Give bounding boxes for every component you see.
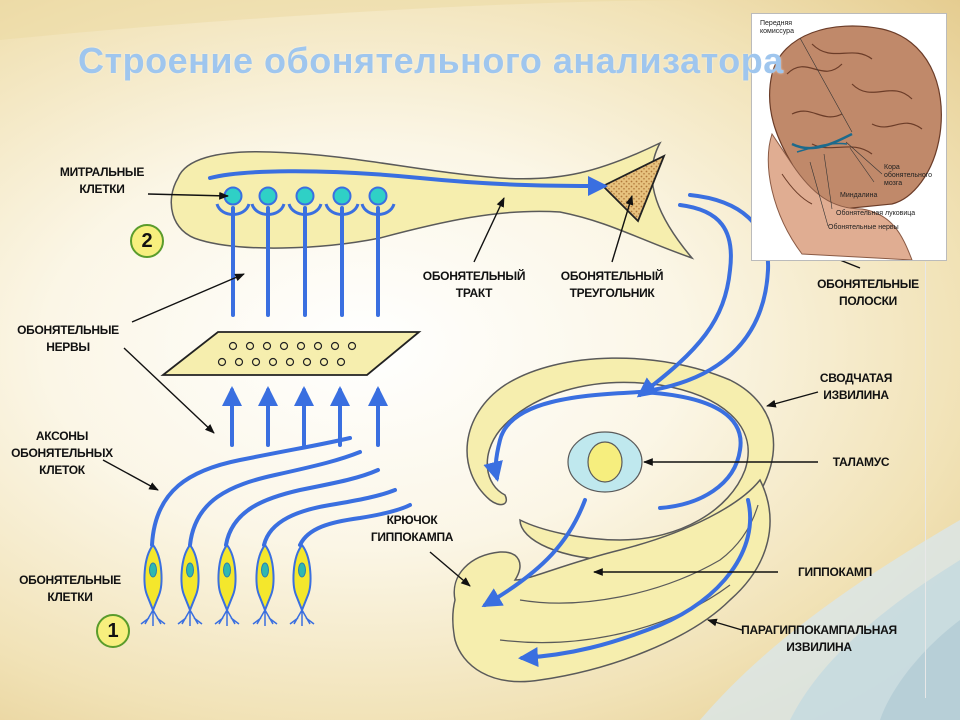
label-olfactory-stripes: ОБОНЯТЕЛЬНЫЕ ПОЛОСКИ xyxy=(817,277,919,308)
cribriform-plate xyxy=(160,331,422,376)
inset-label-olfactory-nerves: Обонятельные нервы xyxy=(828,224,899,231)
mitral-cells xyxy=(215,186,396,216)
fornicate-gyrus xyxy=(466,357,775,561)
label-olfactory-tract: ОБОНЯТЕЛЬНЫЙ ТРАКТ xyxy=(422,269,526,300)
mitral-cell xyxy=(324,186,360,216)
brain-illustration xyxy=(767,25,942,261)
label-olfactory-nerves: ОБОНЯТЕЛЬНЫЕ НЕРВЫ xyxy=(17,323,119,354)
olfactory-cell xyxy=(177,543,203,626)
brain-inset: Передняя комиссура Кора обонятельного мо… xyxy=(751,13,947,261)
olfactory-cell xyxy=(214,543,240,626)
inset-label-brain-cortex: Кора обонятельного мозга xyxy=(884,164,933,187)
hippocampus-inner-line-2 xyxy=(499,584,731,644)
olfactory-cells xyxy=(140,543,315,626)
neural-pathways xyxy=(150,169,771,667)
mitral-cell xyxy=(360,186,396,216)
olfactory-cell xyxy=(252,543,278,626)
label-axons: АКСОНЫ ОБОНЯТЕЛЬНЫХ КЛЕТОК xyxy=(11,429,113,477)
label-fornicate-gyrus: СВОДЧАТАЯ ИЗВИЛИНА xyxy=(819,371,893,402)
badge-one: 1 xyxy=(96,614,130,648)
label-thalamus: ТАЛАМУС xyxy=(832,455,890,469)
mitral-cell xyxy=(250,186,286,216)
badge-two: 2 xyxy=(130,224,164,258)
inset-label-anterior-commissure: Передняя комиссура xyxy=(760,20,794,35)
divider xyxy=(925,262,926,698)
label-parahippocampal-gyrus: ПАРАГИППОКАМПАЛЬНАЯ ИЗВИЛИНА xyxy=(741,623,897,654)
label-hippocampus-hook: КРЮЧОК ГИППОКАМПА xyxy=(370,513,454,544)
plate-holes xyxy=(217,341,357,367)
olfactory-cell xyxy=(140,543,166,626)
page-title: Строение обонятельного анализатора xyxy=(78,40,784,81)
parahippocampal-gyrus xyxy=(452,478,771,683)
thalamus-inner xyxy=(587,441,623,483)
label-olfactory-cells: ОБОНЯТЕЛЬНЫЕ КЛЕТКИ xyxy=(19,573,121,604)
mitral-cell xyxy=(287,186,323,216)
olfactory-bulb-and-tract xyxy=(170,141,695,260)
inset-label-olfactory-bulb: Обонятельная луковица xyxy=(836,210,916,217)
inset-label-amygdala: Миндалина xyxy=(840,192,878,199)
label-hippocampus: ГИППОКАМП xyxy=(798,565,872,579)
label-mitral-cells: МИТРАЛЬНЫЕ КЛЕТКИ xyxy=(59,165,145,196)
olfactory-cell xyxy=(289,543,315,626)
olfactory-triangle xyxy=(601,154,666,223)
label-olfactory-triangle: ОБОНЯТЕЛЬНЫЙ ТРЕУГОЛЬНИК xyxy=(560,269,664,300)
